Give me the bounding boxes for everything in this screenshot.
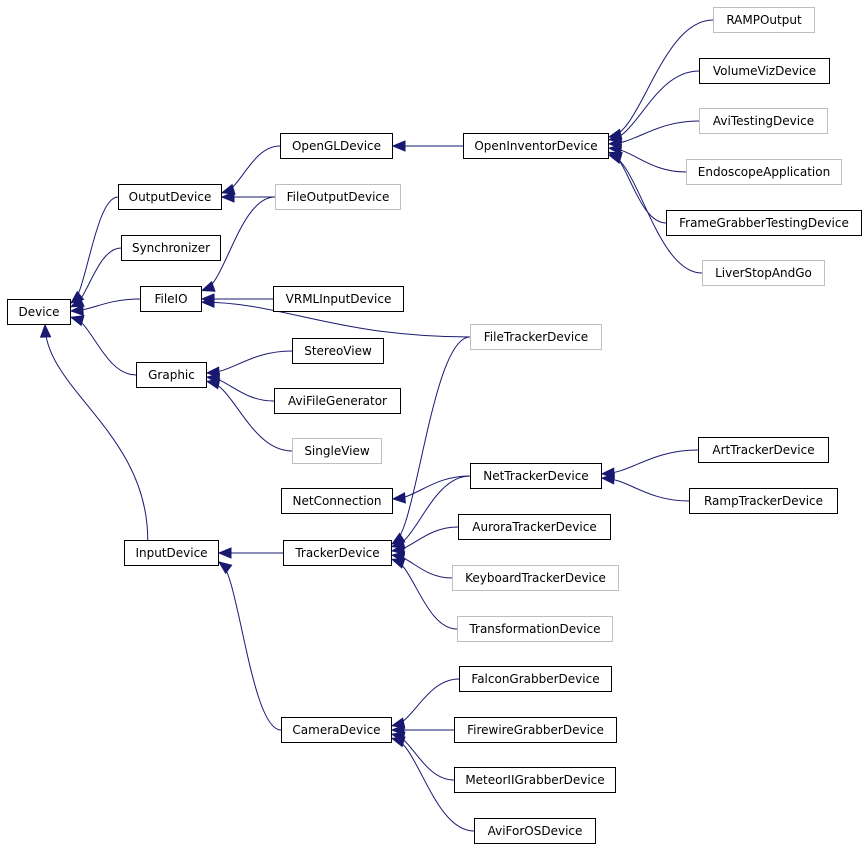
class-node-keyboard-tracker-device[interactable]: KeyboardTrackerDevice — [452, 565, 619, 591]
arrowhead-icon — [600, 473, 615, 485]
class-node-meteor-ii-grabber-device[interactable]: MeteorIIGrabberDevice — [454, 767, 616, 793]
class-node-open-inventor-device[interactable]: OpenInventorDevice — [463, 133, 609, 159]
class-node-endoscope-application[interactable]: EndoscopeApplication — [686, 159, 842, 185]
arrowhead-icon — [220, 191, 235, 203]
inheritance-edge-ramp-output-to-open-inventor-device — [608, 19, 714, 138]
inheritance-edge-frame-grabber-testing-device-to-open-inventor-device — [608, 151, 667, 224]
inheritance-edge-file-tracker-device-to-tracker-device — [391, 336, 471, 545]
class-node-art-tracker-device[interactable]: ArtTrackerDevice — [698, 437, 829, 463]
class-node-file-output-device[interactable]: FileOutputDevice — [275, 184, 401, 210]
arrowhead-icon — [607, 152, 623, 164]
class-node-avi-file-generator[interactable]: AviFileGenerator — [274, 388, 401, 414]
arrowhead-icon — [217, 547, 232, 559]
inheritance-edge-avi-testing-device-to-open-inventor-device — [608, 120, 700, 145]
class-node-net-tracker-device[interactable]: NetTrackerDevice — [470, 463, 602, 489]
arrowhead-icon — [200, 280, 216, 292]
class-node-avi-testing-device[interactable]: AviTestingDevice — [699, 108, 828, 134]
inheritance-edge-transformation-device-to-tracker-device — [391, 558, 458, 630]
class-node-frame-grabber-testing-device[interactable]: FrameGrabberTestingDevice — [666, 210, 862, 236]
arrowhead-icon — [391, 492, 406, 504]
arrowhead-icon — [220, 183, 236, 195]
class-node-single-view[interactable]: SingleView — [292, 438, 382, 464]
arrowhead-icon — [607, 143, 622, 155]
class-node-stereo-view[interactable]: StereoView — [292, 338, 384, 364]
inheritance-edge-graphic-to-device — [70, 316, 137, 376]
inheritance-edge-ramp-tracker-device-to-net-tracker-device — [601, 477, 690, 502]
arrowhead-icon — [390, 543, 406, 556]
arrowhead-icon — [69, 304, 84, 316]
class-node-input-device[interactable]: InputDevice — [124, 540, 219, 566]
class-node-volume-viz-device[interactable]: VolumeVizDevice — [699, 58, 830, 84]
class-node-graphic[interactable]: Graphic — [136, 362, 207, 388]
arrowhead-icon — [391, 140, 406, 152]
arrowhead-icon — [69, 296, 85, 308]
arrowhead-icon — [69, 315, 85, 327]
class-node-liver-stop-and-go[interactable]: LiverStopAndGo — [702, 260, 825, 286]
class-node-transformation-device[interactable]: TransformationDevice — [457, 616, 613, 642]
class-node-firewire-grabber-device[interactable]: FirewireGrabberDevice — [454, 717, 617, 743]
class-node-net-connection[interactable]: NetConnection — [281, 488, 393, 514]
class-node-avi-for-os-device[interactable]: AviForOSDevice — [474, 818, 596, 844]
inheritance-edge-output-device-to-device — [70, 196, 119, 304]
arrowhead-icon — [390, 736, 406, 748]
class-node-camera-device[interactable]: CameraDevice — [281, 717, 392, 743]
arrowhead-icon — [390, 557, 406, 569]
inheritance-edge-camera-device-to-input-device — [218, 561, 282, 731]
class-node-synchronizer[interactable]: Synchronizer — [121, 235, 221, 261]
arrowhead-icon — [205, 378, 221, 390]
arrowhead-icon — [200, 296, 215, 309]
class-node-ramp-output[interactable]: RAMPOutput — [713, 7, 815, 33]
class-node-open-gl-device[interactable]: OpenGLDevice — [280, 133, 393, 159]
class-node-tracker-device[interactable]: TrackerDevice — [283, 540, 392, 566]
inheritance-edge-file-tracker-device-to-file-io — [201, 301, 471, 338]
class-node-file-io[interactable]: FileIO — [140, 286, 202, 312]
class-node-file-tracker-device[interactable]: FileTrackerDevice — [470, 324, 602, 350]
arrowhead-icon — [39, 323, 52, 338]
inheritance-edge-stereo-view-to-graphic — [206, 350, 293, 374]
class-node-falcon-grabber-device[interactable]: FalconGrabberDevice — [459, 666, 612, 692]
inheritance-edge-art-tracker-device-to-net-tracker-device — [601, 449, 699, 475]
class-node-ramp-tracker-device[interactable]: RampTrackerDevice — [689, 488, 838, 514]
class-node-device[interactable]: Device — [7, 299, 71, 325]
class-node-vrml-input-device[interactable]: VRMLInputDevice — [273, 286, 404, 312]
arrowhead-icon — [217, 561, 233, 575]
class-node-output-device[interactable]: OutputDevice — [118, 184, 222, 210]
inheritance-edge-input-device-to-device — [44, 324, 149, 541]
class-node-aurora-tracker-device[interactable]: AuroraTrackerDevice — [458, 514, 611, 540]
